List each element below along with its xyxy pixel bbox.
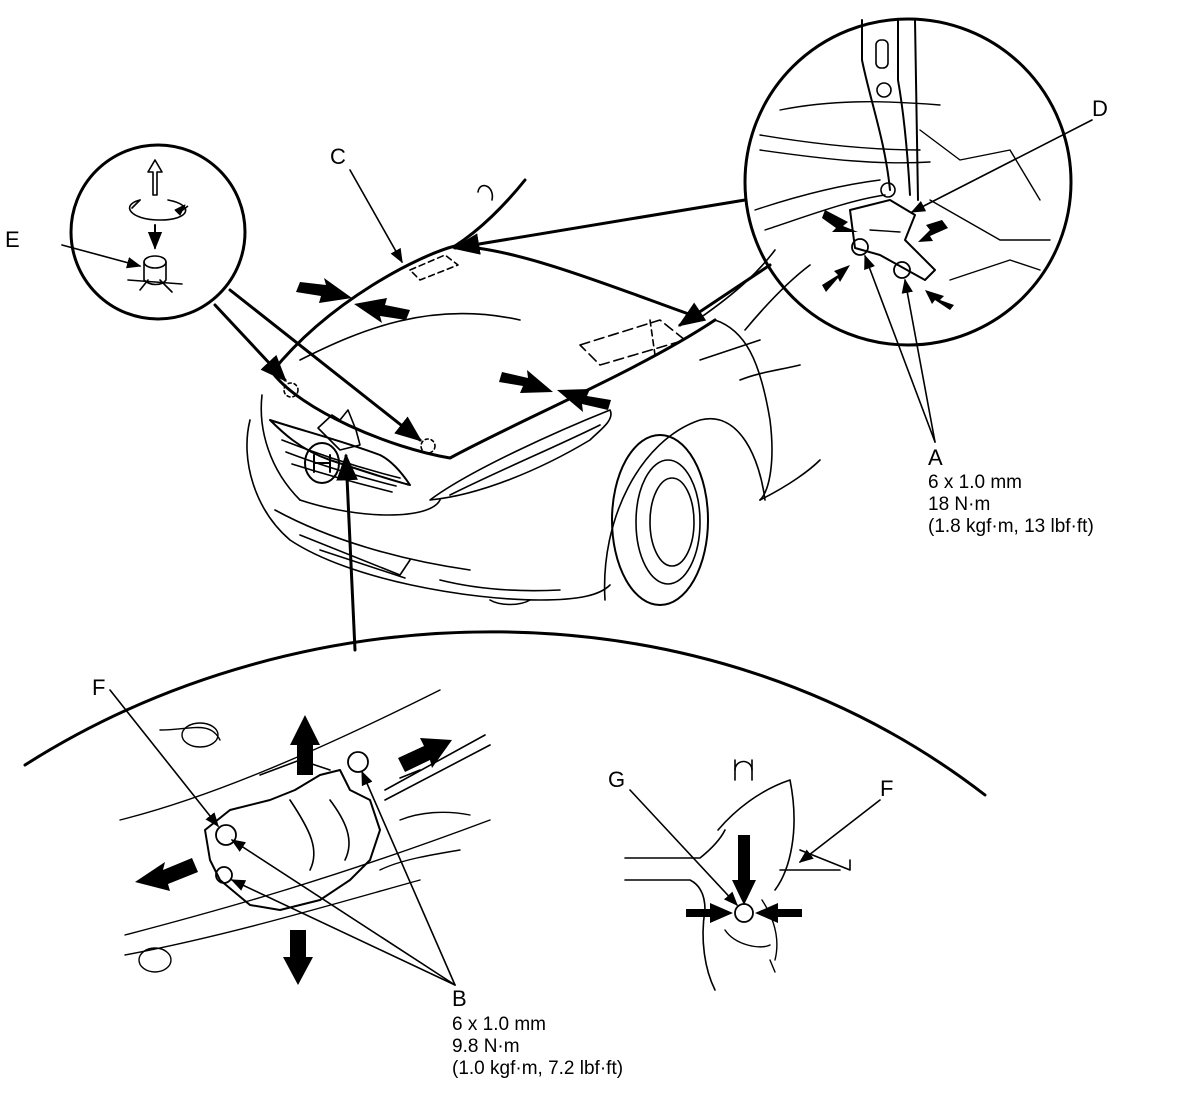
callout-f-right: F <box>880 776 894 801</box>
callout-e: E <box>5 227 20 252</box>
spec-b-alt: (1.0 kgf·m, 7.2 lbf·ft) <box>452 1058 624 1079</box>
spec-b-size: 6 x 1.0 mm <box>452 1014 546 1035</box>
spec-b-torque: 9.8 N·m <box>452 1036 520 1057</box>
callout-c: C <box>330 144 346 169</box>
callout-b: B <box>452 986 467 1011</box>
detail-circle-d <box>743 17 1073 347</box>
callout-f-left: F <box>92 675 106 700</box>
car-front-view <box>246 178 821 606</box>
latch-detail-area <box>23 630 987 991</box>
detail-circle-e <box>69 143 247 321</box>
spec-b: 6 x 1.0 mm 9.8 N·m (1.0 kgf·m, 7.2 lbf·f… <box>452 1014 623 1080</box>
spec-a-size: 6 x 1.0 mm <box>928 472 1022 493</box>
callout-d: D <box>1092 96 1108 121</box>
callout-a: A <box>928 445 943 470</box>
adjust-arrows <box>135 210 954 985</box>
spec-a-torque: 18 N·m <box>928 494 991 515</box>
callout-g: G <box>608 767 626 792</box>
spec-a: 6 x 1.0 mm 18 N·m (1.8 kgf·m, 13 lbf·ft) <box>928 472 1094 538</box>
spec-a-alt: (1.8 kgf·m, 13 lbf·ft) <box>928 516 1094 537</box>
leader-lines <box>61 119 1093 986</box>
